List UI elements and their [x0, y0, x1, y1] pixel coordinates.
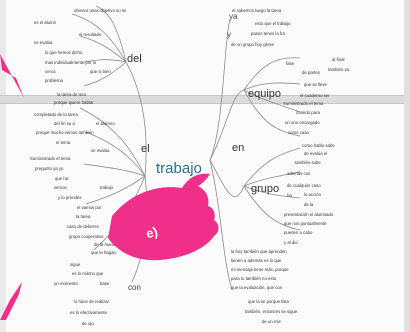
right-line-21: presentación el alumnado [284, 212, 334, 217]
mid-line-9: que ha [55, 176, 69, 181]
bottom-right-line-3: para tu también no esto [231, 276, 277, 281]
mid-line-12: y lo prendes [58, 195, 82, 200]
right-line-18: ha [287, 193, 292, 198]
label-group: de un grupo hoy gente [231, 42, 275, 47]
top-line-7: que si bien [90, 69, 111, 74]
mindmap-sheet [6, 0, 406, 332]
mid-line-23: lo hace de realizar [74, 299, 110, 304]
bottom-right-line-7: de un mie [262, 319, 281, 324]
mid-line-13: el vamos por [77, 205, 102, 210]
mid-line-14: la tarea [76, 214, 91, 219]
mid-line-18: que lo hagan [91, 250, 116, 255]
right-line-20: de la [304, 202, 314, 207]
mid-line-4: el alumno [96, 121, 115, 126]
mid-line-17: de la mano [94, 242, 116, 247]
top-line-5: mas individualmente por lo [45, 60, 97, 65]
mid-line-10: vemos [54, 185, 67, 190]
bottom-right-line-1: tienen a además es lo que [231, 258, 282, 263]
right-line-0: el sabemos luego la tarea [232, 8, 282, 13]
branch-con: con [128, 283, 141, 292]
right-line-8: el cuaderno ser [300, 93, 330, 98]
right-line-1: esto que el trabajo [255, 21, 291, 26]
arrow-top-left-icon [0, 54, 24, 98]
bottom-right-line-4: que la evaluación, que con [231, 285, 283, 290]
right-line-13: como hablo sabe [302, 143, 335, 148]
top-line-3: es evalúa [34, 40, 53, 45]
bottom-right-line-6: también, entonces se sigue [245, 309, 298, 314]
right-line-23: pueden a cabo [284, 230, 313, 235]
right-line-6: también va [328, 67, 350, 72]
mid-line-25: de ojo [82, 321, 94, 326]
branch-en: en [232, 142, 245, 154]
right-line-12: como casa [288, 130, 309, 135]
bottom-right-line-2: mi mensaje tiene más, porque [231, 267, 289, 272]
right-line-24: y al dio [284, 240, 298, 245]
right-line-22: que nos puntualmente [284, 221, 327, 226]
mid-line-3: del fin su a [54, 121, 75, 126]
label-ya: ya [229, 12, 238, 21]
pointing-hand-icon [108, 173, 219, 261]
right-line-2: pasos tenes la fra [251, 31, 285, 36]
right-line-10: cuando para [296, 110, 320, 115]
mid-line-16: grupo cooperativo [69, 234, 104, 239]
right-line-17: de cualquier caso [287, 183, 321, 188]
label-y: y [227, 30, 231, 39]
top-line-6: cerca [45, 69, 56, 74]
top-line-0: ofensor unas objetivo su mi [74, 8, 127, 13]
right-line-4: de partes [302, 70, 320, 75]
branch-del: del [127, 53, 142, 65]
top-line-8: problema [45, 78, 63, 83]
label-se-evalua: se evalúa [91, 148, 110, 153]
right-line-19: lo acción [304, 192, 321, 197]
mid-line-1: porque quiere hablar [54, 100, 94, 105]
bottom-right-line-5: que la se porque lista [248, 299, 289, 304]
mid-line-8: pregunto ya yo [35, 166, 64, 171]
mid-line-2: completado de la tarea [34, 112, 78, 117]
horizontal-ruler [0, 95, 410, 104]
mid-line-19: sigue [70, 262, 81, 267]
right-line-14: de evalúa el [304, 151, 328, 156]
center-node-trabajo: trabajo [156, 160, 202, 177]
top-line-1: es el alumn [34, 20, 56, 25]
top-line-4: lo que hemos dicho [45, 50, 83, 55]
mid-line-6: el tema [56, 140, 71, 145]
mid-line-21: un momento [54, 281, 78, 286]
mid-line-11: trabajo [100, 185, 114, 190]
mid-line-7: Suministrado el tema [30, 156, 71, 161]
right-line-11: un uno encargado [285, 120, 320, 125]
right-line-9: Suministrado el tema [283, 101, 324, 106]
mid-line-20: es lo mismo que [72, 271, 104, 276]
mid-line-0: la tarea de tera [57, 92, 86, 97]
right-line-16: además con [287, 171, 311, 176]
top-line-2: el resultado [79, 32, 102, 37]
right-line-7: que se lleve [304, 82, 327, 87]
branch-grupo: grupo [251, 183, 280, 195]
bottom-right-line-0: la hoy también que aprenden [231, 249, 287, 254]
branch-el: el [141, 143, 150, 155]
right-line-15: también sube [295, 160, 321, 165]
arrow-bottom-left-icon [0, 282, 22, 320]
right-line-3: fase [286, 61, 295, 66]
mid-line-24: es lo efectivamente [70, 310, 108, 315]
right-line-5: al final [332, 57, 345, 62]
mid-line-15: caso de deberes [67, 224, 99, 229]
vertical-scrollbar[interactable] [404, 0, 410, 332]
branch-equipo: equipo [248, 88, 282, 100]
mid-line-5: porque mucho vemos también [36, 130, 94, 135]
mid-line-22: base [100, 281, 110, 286]
